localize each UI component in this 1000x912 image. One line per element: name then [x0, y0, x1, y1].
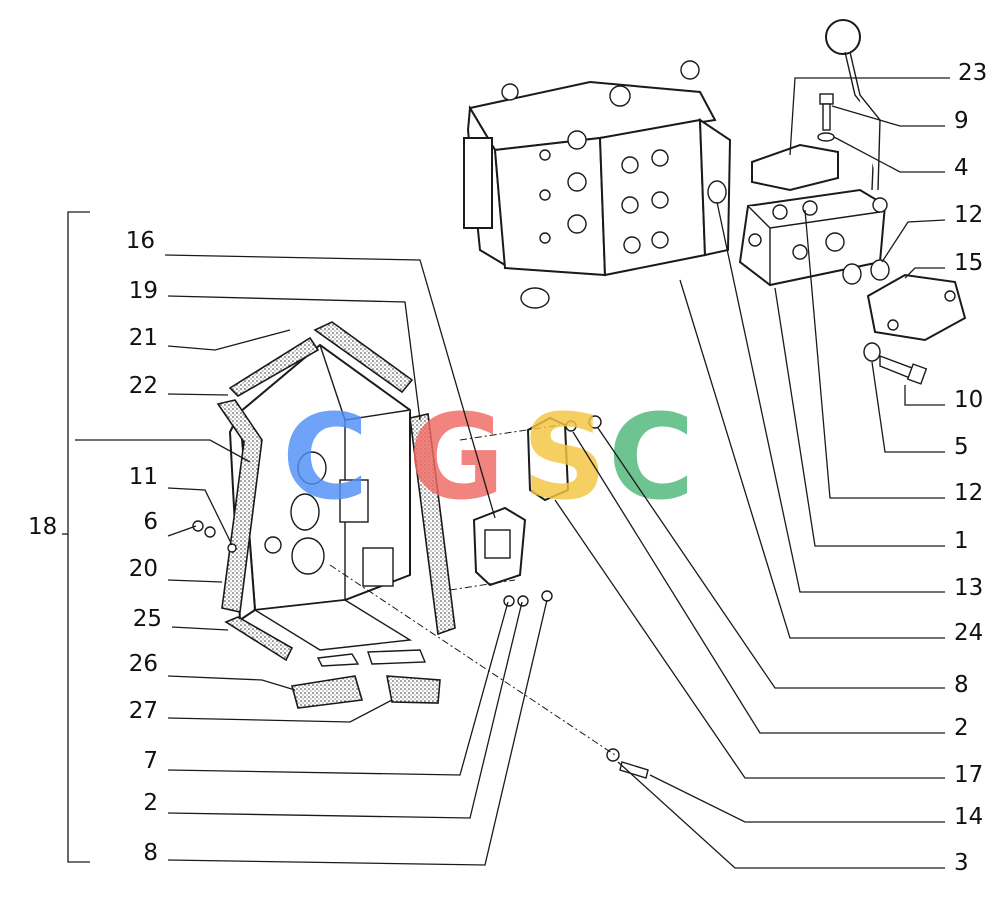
callout-label: 15 [954, 250, 983, 276]
leader-line-9 [831, 105, 945, 127]
leader-line-8 [167, 599, 548, 866]
callout-label: 9 [954, 108, 969, 134]
callout-label: 14 [954, 804, 983, 830]
leader-line-2 [167, 601, 523, 819]
callout-label: 17 [954, 762, 983, 788]
watermark-letter-3: S [522, 388, 607, 526]
leader-line-10 [904, 385, 945, 406]
control-valve-assembly [738, 19, 967, 385]
leader-line-3 [617, 761, 945, 869]
callout-label: 3 [954, 850, 969, 876]
callout-label: 24 [954, 620, 983, 646]
group-bracket: 18 [28, 211, 90, 863]
callout-label: 22 [129, 373, 158, 399]
housing-assembly [216, 321, 570, 709]
leader-line-17 [554, 499, 945, 779]
callout-label: 2 [954, 715, 969, 741]
leader-line-15 [904, 267, 945, 279]
callout-label: 5 [954, 434, 969, 460]
hydraulic-valve-assembly [463, 60, 732, 309]
leader-line-5 [871, 361, 945, 453]
leader-line-7 [167, 601, 509, 776]
callout-label: 26 [129, 651, 158, 677]
watermark-letter-1: C [282, 388, 369, 526]
leader-line-27 [167, 699, 393, 723]
watermark: C G S C [282, 388, 695, 526]
callouts-left: 16 19 21 22 11 6 20 25 26 27 7 2 8 [75, 228, 548, 866]
center-lines [329, 424, 616, 756]
leader-line-13 [716, 201, 945, 593]
callout-label: 8 [143, 840, 158, 866]
callout-label: 21 [129, 325, 158, 351]
callout-label: 8 [954, 672, 969, 698]
callouts-right: 23 9 4 12 15 10 5 12 1 13 24 8 2 17 14 3 [554, 60, 987, 876]
callout-label: 19 [129, 278, 158, 304]
leader-line-8r [597, 427, 945, 689]
leader-line-24 [679, 279, 945, 639]
group-label: 18 [28, 514, 57, 540]
callout-label: 2 [143, 790, 158, 816]
leader-line-main [75, 439, 251, 463]
leader-line-22 [167, 393, 229, 396]
callout-label: 12 [954, 202, 983, 228]
leader-line-26 [167, 675, 296, 691]
leader-line-20 [167, 579, 223, 583]
callout-label: 7 [143, 748, 158, 774]
leader-line-11 [167, 487, 233, 546]
leader-line-14 [649, 774, 945, 823]
callout-label: 23 [958, 60, 987, 86]
leader-line-12a [881, 219, 946, 263]
leader-line-2r [572, 431, 945, 734]
leader-line-19 [167, 295, 421, 421]
callout-label: 25 [133, 606, 162, 632]
leader-line-23 [789, 77, 950, 156]
leader-line-25 [171, 626, 229, 631]
callout-label: 27 [129, 698, 158, 724]
leader-line-21 [167, 329, 291, 351]
callout-label: 6 [143, 509, 158, 535]
callout-label: 4 [954, 155, 969, 181]
callout-label: 10 [954, 387, 983, 413]
leader-line-6 [167, 525, 197, 537]
callout-label: 1 [954, 528, 969, 554]
callout-label: 20 [129, 556, 158, 582]
callout-label: 12 [954, 480, 983, 506]
leader-line-4 [833, 136, 945, 173]
leader-line-16 [164, 254, 496, 519]
watermark-letter-4: C [608, 388, 695, 526]
leader-line-1 [774, 287, 945, 547]
leader-line-12b [804, 209, 945, 499]
callout-label: 11 [129, 464, 158, 490]
callout-label: 13 [954, 575, 983, 601]
callout-label: 16 [126, 228, 155, 254]
watermark-letter-2: G [408, 388, 505, 526]
